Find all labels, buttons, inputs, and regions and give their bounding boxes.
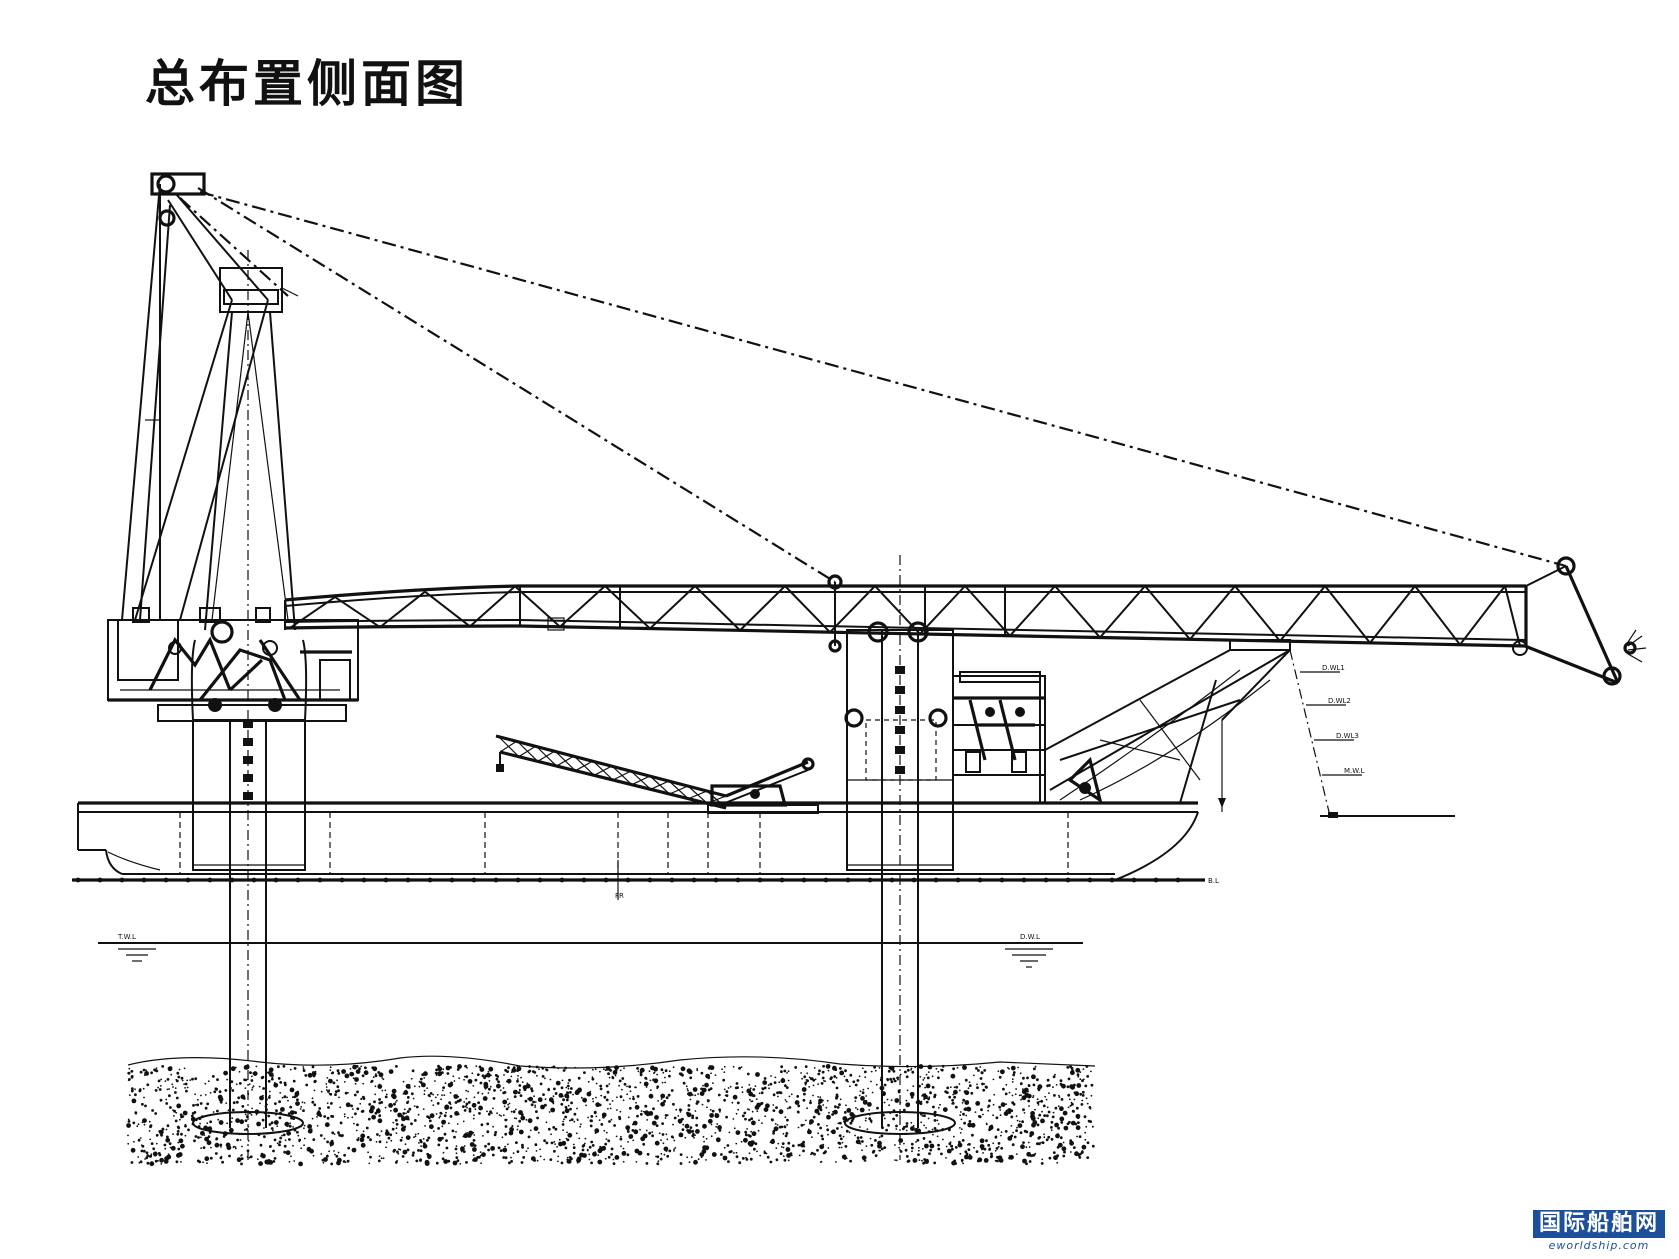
depth-mark-4: M.W.L [1344, 767, 1365, 775]
fwd-spud-tower [844, 621, 954, 871]
aft-spud-housing [190, 639, 308, 871]
waterline-left-label: T.W.L [117, 933, 136, 941]
watermark-logo: 国际船舶网 eworldship.com [1532, 1210, 1665, 1252]
seabed [126, 1055, 1096, 1167]
aft-winch-machinery [132, 607, 302, 712]
a-frame-gantry [121, 172, 299, 631]
bow-support-frame [1044, 639, 1291, 804]
waterline-right-label: D.W.L [1020, 933, 1040, 941]
baseline-label: B.L [1208, 877, 1219, 885]
depth-mark-1: D.WL1 [1322, 664, 1345, 672]
waterline: T.W.L D.W.L [98, 933, 1083, 968]
watermark-chinese: 国际船舶网 [1532, 1210, 1665, 1238]
spud-fwd [844, 555, 956, 1160]
hull: FR B.L [72, 801, 1219, 900]
frame-mark-label: FR [615, 892, 624, 900]
ladder-boom-truss [284, 556, 1647, 686]
deckhouse [952, 671, 1046, 804]
depth-mark-3: D.WL3 [1336, 732, 1359, 740]
depth-mark-2: D.WL2 [1328, 697, 1351, 705]
depth-indicator: D.WL1 D.WL2 D.WL3 M.W.L [1218, 649, 1455, 818]
watermark-english: eworldship.com [1548, 1239, 1650, 1252]
deck-crawler-crane [495, 734, 819, 814]
page-title: 总布置侧面图 [145, 54, 469, 113]
aft-platform [107, 619, 359, 722]
boom-pendant-cables [179, 187, 1567, 583]
